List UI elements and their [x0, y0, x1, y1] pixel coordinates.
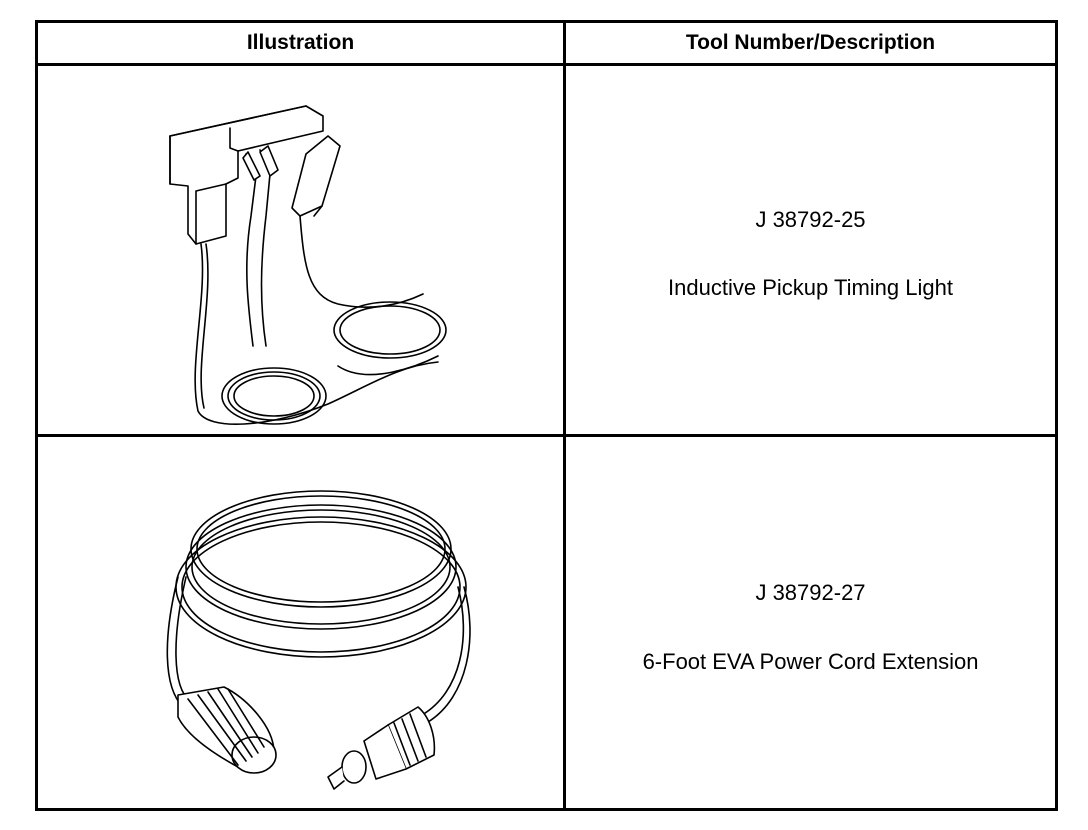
table-row-2-illustration — [38, 437, 563, 808]
table-row-2-description: J 38792-27 6-Foot EVA Power Cord Extensi… — [566, 437, 1055, 808]
table-row-1-description: J 38792-25 Inductive Pickup Timing Light — [566, 66, 1055, 434]
tool-table: Illustration Tool Number/Description — [35, 20, 1058, 811]
column-divider — [563, 23, 566, 808]
timing-light-icon — [169, 105, 447, 425]
header-divider — [38, 63, 1055, 66]
tool-description: Inductive Pickup Timing Light — [668, 275, 953, 300]
tool-number: J 38792-27 — [755, 580, 866, 605]
row-divider — [38, 434, 1055, 437]
table-row-1-illustration — [38, 66, 563, 434]
header-illustration: Illustration — [246, 31, 355, 54]
tool-description: 6-Foot EVA Power Cord Extension — [642, 649, 979, 674]
header-tool-number: Tool Number/Description — [685, 31, 936, 54]
tool-number: J 38792-25 — [755, 207, 866, 232]
power-cord-icon — [166, 490, 471, 790]
